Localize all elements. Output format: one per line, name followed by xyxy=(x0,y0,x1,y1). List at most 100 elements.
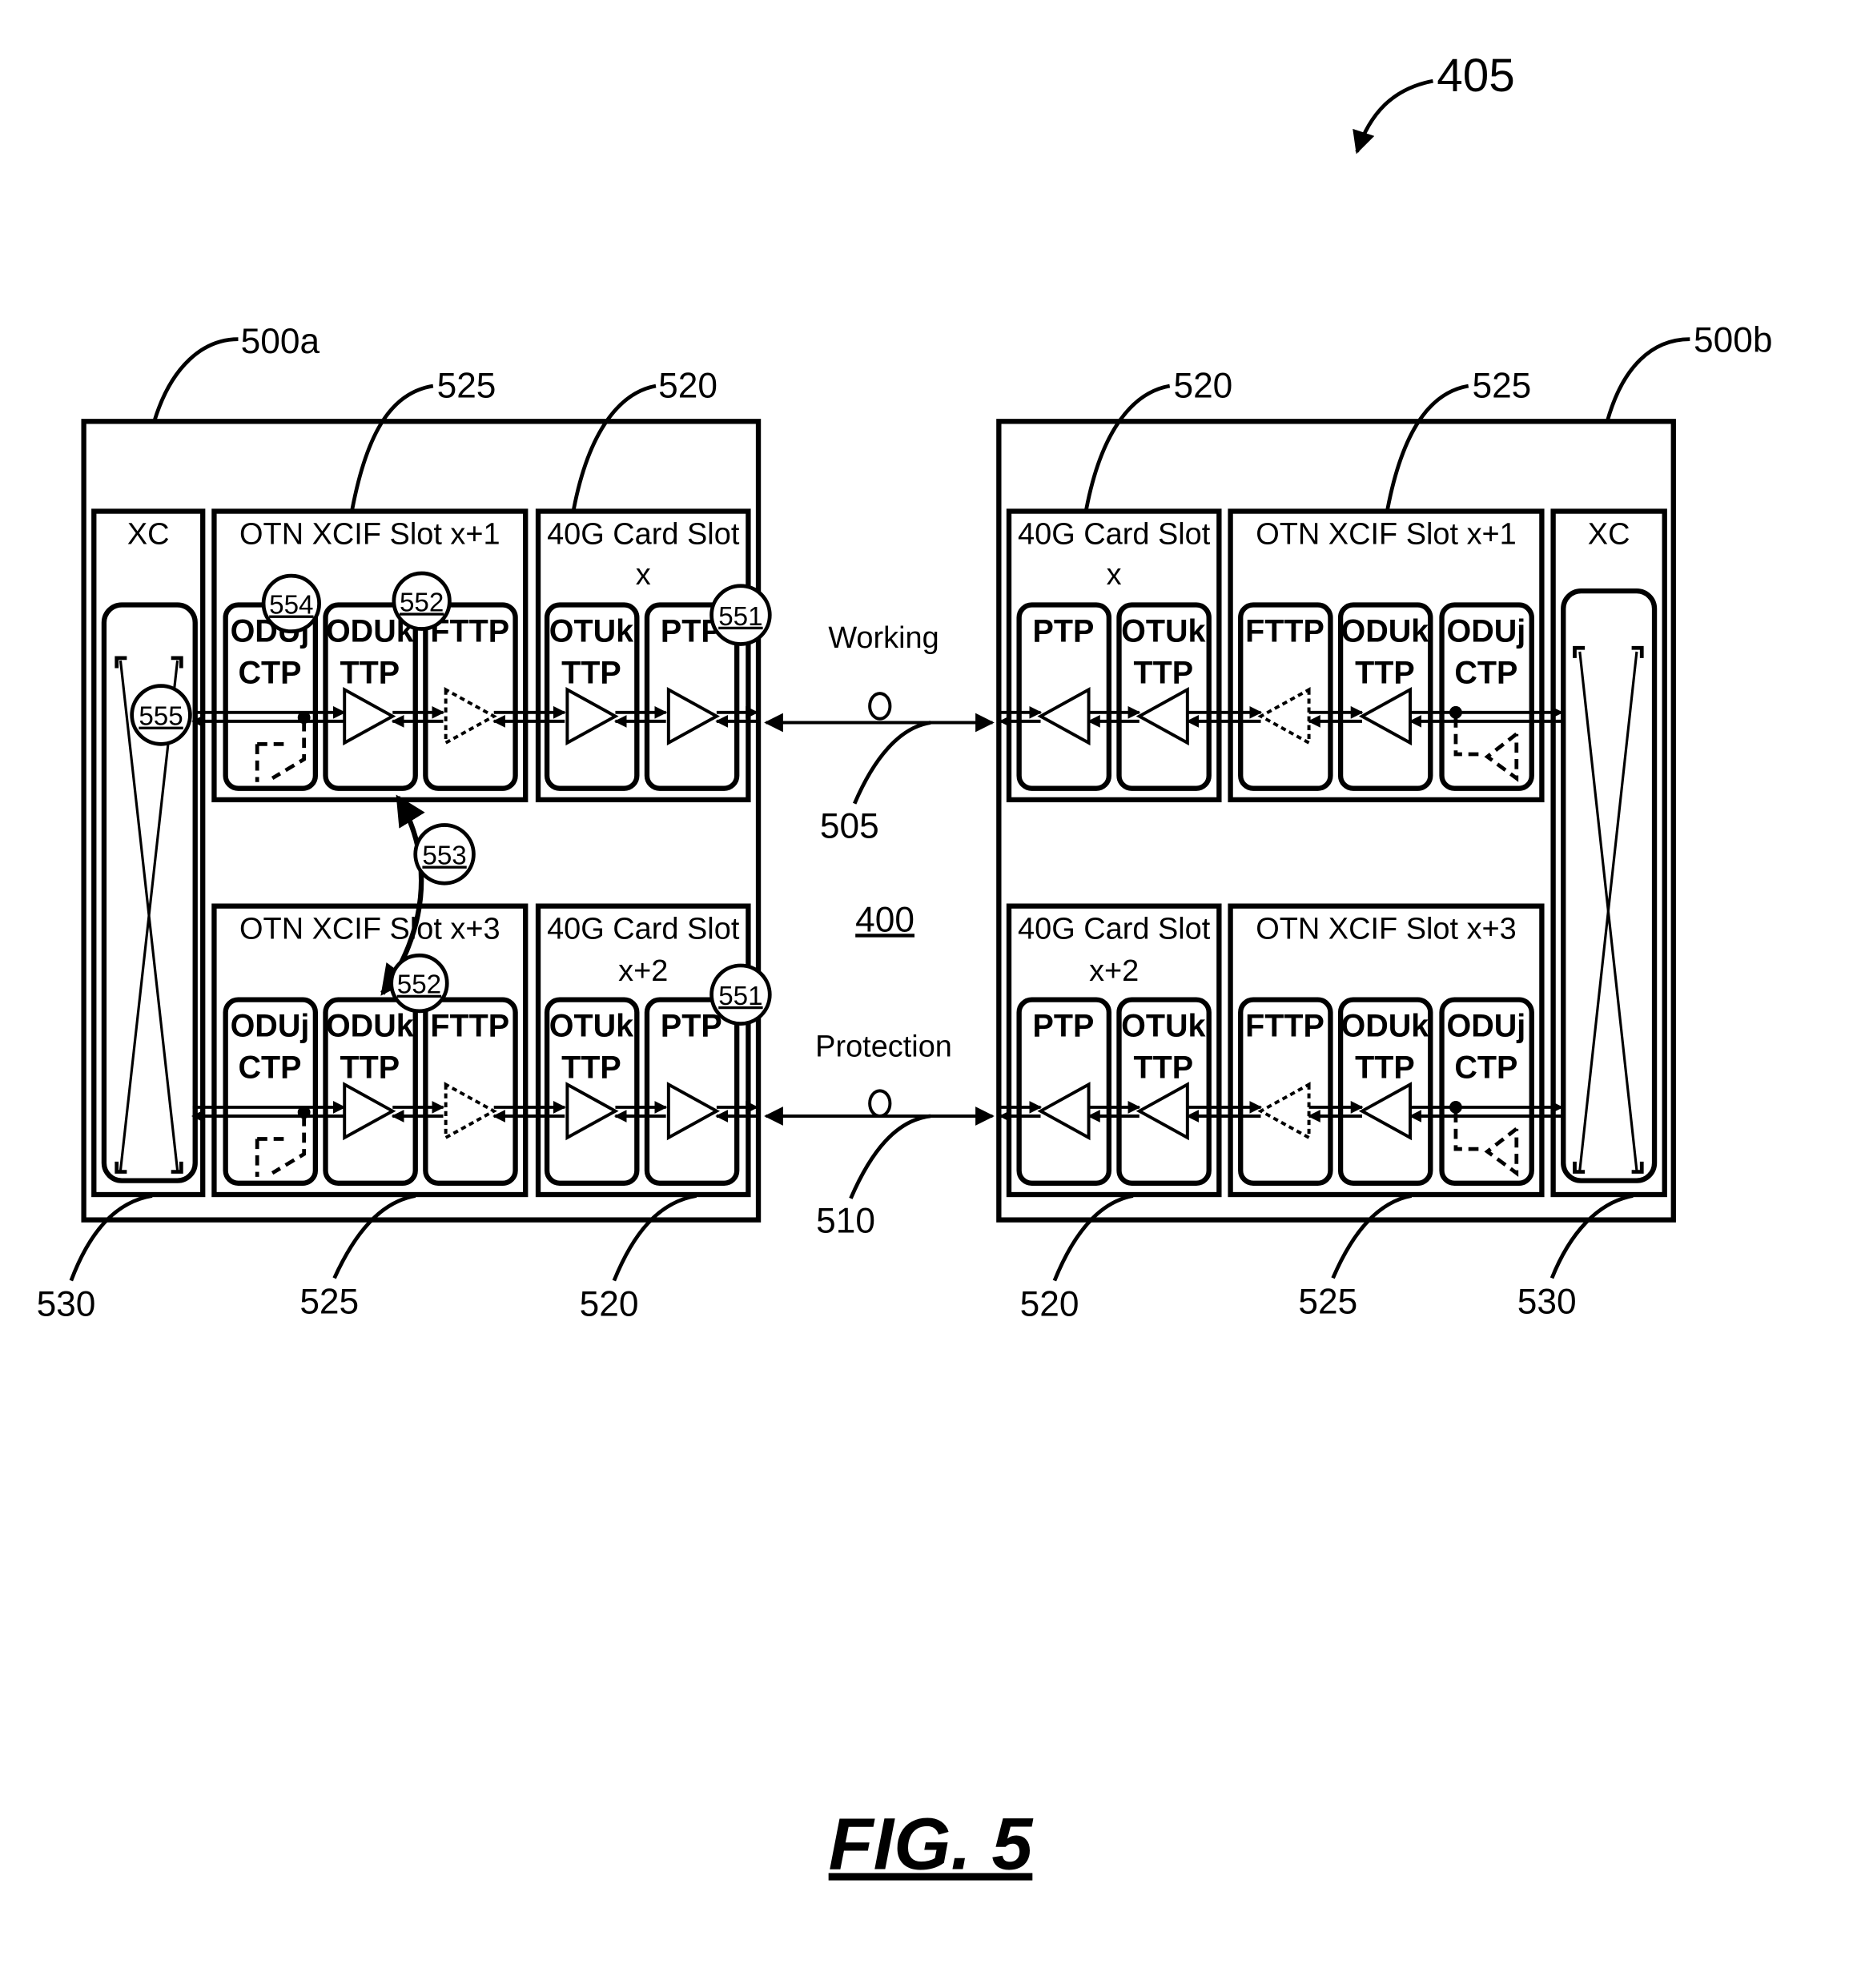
node-b-top-card-title-2: x xyxy=(1107,558,1122,592)
ref-500b-leader xyxy=(1606,337,1690,421)
node-b-xc-ref: 530 xyxy=(1517,1283,1577,1322)
node-b-top-ptp xyxy=(1016,602,1112,791)
node-a-bottom-mod3-l1: FTTP xyxy=(430,1008,509,1043)
node-b-top-oduk-amp xyxy=(1358,687,1412,746)
node-a-bottom-mod4-l1: OTUk xyxy=(549,1008,633,1043)
node-b-top-fttp-amp xyxy=(1257,687,1311,746)
node-a-bottom-card-ref: 520 xyxy=(580,1285,639,1324)
node-b-bottom-mod5-l2: CTP xyxy=(1454,1050,1517,1086)
node-a-top-junction-dot xyxy=(297,711,311,725)
node-b-top-junction-dot xyxy=(1449,705,1462,719)
node-b-bottom-card-ref-leader xyxy=(1052,1194,1134,1282)
node-b-bottom-xcif-ref-leader xyxy=(1331,1194,1413,1279)
node-a-top-mod1-l2: CTP xyxy=(238,655,301,690)
node-b-top-mod1-l1: PTP xyxy=(1033,613,1095,649)
node-b-bottom-otuk-ttp xyxy=(1116,997,1212,1186)
node-b-bottom-card-ref: 520 xyxy=(1020,1285,1079,1324)
node-a-bottom-card-title-2: x+2 xyxy=(618,954,668,988)
node-a-xc-cross-2 xyxy=(119,660,179,1171)
callout-552-top xyxy=(392,571,452,631)
node-a-bottom-xcif-title: OTN XCIF Slot x+3 xyxy=(239,913,500,946)
node-b-top-xcif-ref: 525 xyxy=(1472,366,1531,405)
node-a-top-ptp xyxy=(644,602,740,791)
node-a-bottom-mod4-l2: TTP xyxy=(561,1050,621,1086)
callout-552-bottom-text: 552 xyxy=(397,970,441,1000)
node-a-bottom-oduk-amp xyxy=(343,1082,396,1141)
working-label: Working xyxy=(828,621,939,655)
node-b-bottom-ptp-amp xyxy=(1037,1082,1091,1141)
node-a-bottom-modules: ODUj CTP ODUk TTP FTTP OTUk TTP PTP xyxy=(223,997,740,1186)
node-b-bottom-fttp-amp xyxy=(1257,1082,1311,1141)
node-b-xc xyxy=(1550,508,1667,1198)
node-b-top-oduk-ttp xyxy=(1337,602,1433,791)
node-a-bottom-ctp-dashed-triangle xyxy=(255,1116,307,1177)
node-b-top-ptp-amp xyxy=(1037,687,1091,746)
node-a-top-ptp-amp xyxy=(666,687,720,746)
callout-552-top-text: 552 xyxy=(400,588,444,617)
node-a-top-fttp xyxy=(423,602,518,791)
node-a-bottom-junction-dot xyxy=(297,1106,311,1119)
node-b-bottom-modules: PTP OTUk TTP FTTP ODUk TTP ODUj CTP xyxy=(1016,997,1534,1186)
ref-500a: 500a xyxy=(241,322,320,361)
node-a-bottom-otuk-amp xyxy=(565,1082,619,1141)
node-a-top-otuk-amp xyxy=(565,687,619,746)
node-a-xc-label: XC xyxy=(127,518,170,552)
protection-label: Protection xyxy=(815,1030,952,1064)
node-a-top-card-ref: 520 xyxy=(658,366,717,405)
node-a-bottom-xcif xyxy=(211,903,529,1198)
node-b-bottom-mod2-l1: OTUk xyxy=(1121,1008,1205,1043)
node-b-bottom-xcif-title: OTN XCIF Slot x+3 xyxy=(1256,913,1517,946)
node-a-bottom-xcif-ref-leader xyxy=(332,1194,416,1279)
node-b-top-xcif-ref-leader xyxy=(1385,384,1469,511)
working-ref-leader xyxy=(852,721,931,805)
node-a-bottom-otuk-ttp xyxy=(544,997,640,1186)
node-a-top-ctp-dashed-triangle xyxy=(255,721,307,782)
node-a-bottom-fttp xyxy=(423,997,518,1186)
node-a-bottom-ptp-amp xyxy=(666,1082,720,1141)
node-b-xc-cross-2 xyxy=(1578,651,1638,1171)
node-b-xc-brackets xyxy=(1573,645,1644,1174)
node-b-bottom-oduk-ttp xyxy=(1337,997,1433,1186)
node-b-top-card-ref-leader xyxy=(1084,384,1171,511)
node-b-top-xcif xyxy=(1228,508,1545,803)
links: Working 505 400 Protection 510 xyxy=(764,621,995,1240)
node-b-bottom-fttp xyxy=(1238,997,1333,1186)
node-a-xc-ref-leader xyxy=(69,1194,153,1282)
node-a-xc-brackets xyxy=(115,656,183,1174)
node-a-bottom-mod1-l1: ODUj xyxy=(231,1008,310,1043)
callout-551-bottom-text: 551 xyxy=(718,982,762,1011)
node-b-top-signal-path xyxy=(999,687,1564,782)
protection-link-marker xyxy=(868,1089,892,1118)
node-b-top-mod5-l1: ODUj xyxy=(1446,613,1525,649)
node-b-top-modules: PTP OTUk TTP FTTP ODUk TTP ODUj CTP xyxy=(1016,602,1534,791)
node-a-top-card-title-1: 40G Card Slot xyxy=(547,518,740,552)
node-b-frame xyxy=(996,419,1676,1223)
node-b-bottom-card-title-1: 40G Card Slot xyxy=(1018,913,1211,946)
node-a-top-xcif xyxy=(211,508,529,803)
node-b-top-otuk-amp xyxy=(1135,687,1189,746)
node-a-top-card xyxy=(535,508,751,803)
node-500b: 500b 40G Card Slot x 520 OTN XCIF Slot x… xyxy=(996,320,1773,1324)
node-a-xc xyxy=(91,508,206,1198)
callout-552-bottom xyxy=(389,953,449,1014)
node-a-bottom-mod1-l2: CTP xyxy=(238,1050,301,1086)
callout-554 xyxy=(261,573,321,634)
node-b-top-card-title-1: 40G Card Slot xyxy=(1018,518,1211,552)
node-b-bottom-mod4-l1: ODUk xyxy=(1341,1008,1429,1043)
node-a-top-xcif-ref: 525 xyxy=(437,366,496,405)
node-b-xc-ref-leader xyxy=(1549,1194,1634,1279)
node-a-bottom-mod5-l1: PTP xyxy=(661,1008,722,1043)
node-b-bottom-mod1-l1: PTP xyxy=(1033,1008,1095,1043)
node-a-bottom-fttp-amp xyxy=(444,1082,497,1141)
ref-500b: 500b xyxy=(1694,320,1772,359)
node-b-bottom-mod4-l2: TTP xyxy=(1355,1050,1415,1086)
callout-551-top-text: 551 xyxy=(718,602,762,632)
protection-ref: 510 xyxy=(816,1201,875,1240)
node-b-xc-fabric xyxy=(1561,588,1658,1183)
node-b-top-otuk-ttp xyxy=(1116,602,1212,791)
node-b-top-oduj-ctp xyxy=(1439,602,1534,791)
node-b-top-card xyxy=(1006,508,1222,803)
node-b-bottom-mod5-l1: ODUj xyxy=(1446,1008,1525,1043)
callout-555 xyxy=(130,684,192,746)
